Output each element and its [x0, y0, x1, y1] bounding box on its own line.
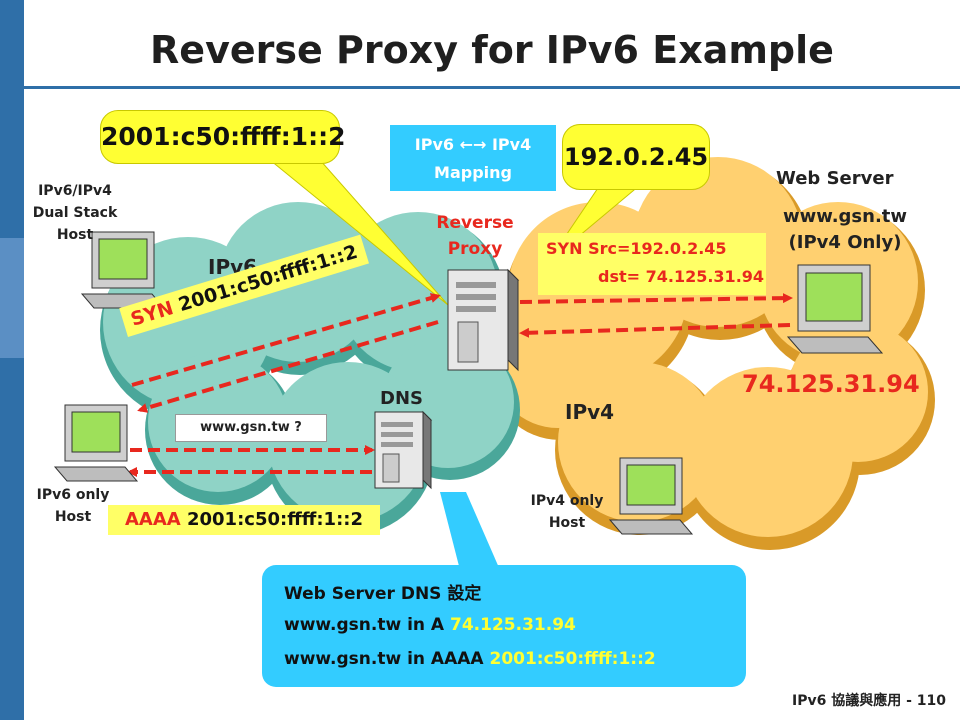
reverse-proxy-label-line: Reverse — [436, 213, 514, 233]
sidebar-bar — [0, 0, 24, 720]
ipv6-only-host-label-line: Host — [54, 509, 92, 525]
dns-setting-row-a: www.gsn.tw in A 74.125.31.94 — [284, 615, 576, 635]
ipv4-only-host-label: IPv4 only Host — [512, 490, 622, 534]
sidebar-segment — [0, 238, 24, 358]
slide-footer: IPv6 協議與應用 - 110 — [792, 693, 946, 709]
dns-setting-row-a-value: 74.125.31.94 — [450, 615, 576, 635]
reply-ipv4-arrow — [519, 323, 791, 338]
dns-answer-prefix: AAAA — [124, 509, 181, 530]
dns-setting-row-aaaa-name: www.gsn.tw in AAAA — [284, 649, 484, 669]
dns-setting-box: Web Server DNS 設定 www.gsn.tw in A 74.125… — [262, 565, 746, 687]
ipv4-cloud-label: IPv4 — [565, 400, 615, 424]
dns-setting-row-aaaa-value: 2001:c50:ffff:1::2 — [489, 649, 656, 669]
syn-ipv4-line-1: SYN Src=192.0.2.45 — [546, 239, 727, 258]
reply-ipv6-arrow — [137, 320, 439, 413]
web-server-computer-icon — [786, 264, 884, 354]
dns-setting-row-aaaa: www.gsn.tw in AAAA 2001:c50:ffff:1::2 — [284, 649, 656, 669]
page-title: Reverse Proxy for IPv6 Example — [150, 28, 834, 72]
dns-setting-heading: Web Server DNS 設定 — [284, 584, 482, 604]
dns-label: DNS — [380, 388, 423, 409]
mapping-line-2: Mapping — [434, 163, 512, 182]
ipv6-address-callout: 2001:c50:ffff:1::2 — [100, 110, 345, 164]
reverse-proxy-server-icon — [447, 268, 520, 372]
title-rule — [24, 86, 960, 89]
ipv6-only-host-label-line: IPv6 only — [36, 487, 110, 503]
dual-stack-host-label-line: Dual Stack — [32, 205, 118, 221]
ipv4-address-callout: 192.0.2.45 — [562, 124, 710, 190]
dual-stack-host-computer-icon — [80, 231, 166, 309]
ipv4-only-host-label-line: IPv4 only — [530, 493, 604, 509]
dns-callout-tail — [440, 492, 500, 570]
web-server-note: (IPv4 Only) — [788, 232, 902, 253]
ipv6-only-host-label: IPv6 only Host — [18, 484, 128, 528]
mapping-box: IPv6 ←→ IPv4 Mapping — [390, 125, 556, 191]
dns-answer-addr: 2001:c50:ffff:1::2 — [186, 509, 364, 530]
dual-stack-host-label-line: IPv6/IPv4 — [38, 183, 112, 199]
dns-server-icon — [374, 410, 433, 490]
reverse-proxy-label-line: Proxy — [447, 239, 503, 259]
web-server-name: www.gsn.tw — [782, 206, 908, 227]
dual-stack-host-label-line: Host — [56, 227, 94, 243]
dns-query-box: www.gsn.tw ? — [175, 414, 327, 442]
flow-arrows — [127, 293, 793, 477]
syn-ipv4-arrow — [519, 293, 793, 304]
reverse-proxy-label: Reverse Proxy — [420, 210, 530, 262]
web-server-ip: 74.125.31.94 — [742, 370, 920, 398]
dns-setting-row-a-name: www.gsn.tw in A — [284, 615, 445, 635]
syn-ipv4-line-2: dst= 74.125.31.94 — [598, 267, 765, 286]
mapping-line-1: IPv6 ←→ IPv4 — [414, 135, 532, 154]
dual-stack-host-label: IPv6/IPv4 Dual Stack Host — [20, 180, 130, 246]
syn-ipv4-label: SYN Src=192.0.2.45 dst= 74.125.31.94 — [538, 233, 766, 295]
ipv6-only-host-computer-icon — [53, 404, 139, 482]
ipv4-only-host-computer-icon — [608, 457, 694, 535]
dns-answer-box: AAAA 2001:c50:ffff:1::2 — [108, 505, 380, 535]
web-server-title: Web Server — [776, 168, 894, 189]
ipv4-only-host-label-line: Host — [548, 515, 586, 531]
